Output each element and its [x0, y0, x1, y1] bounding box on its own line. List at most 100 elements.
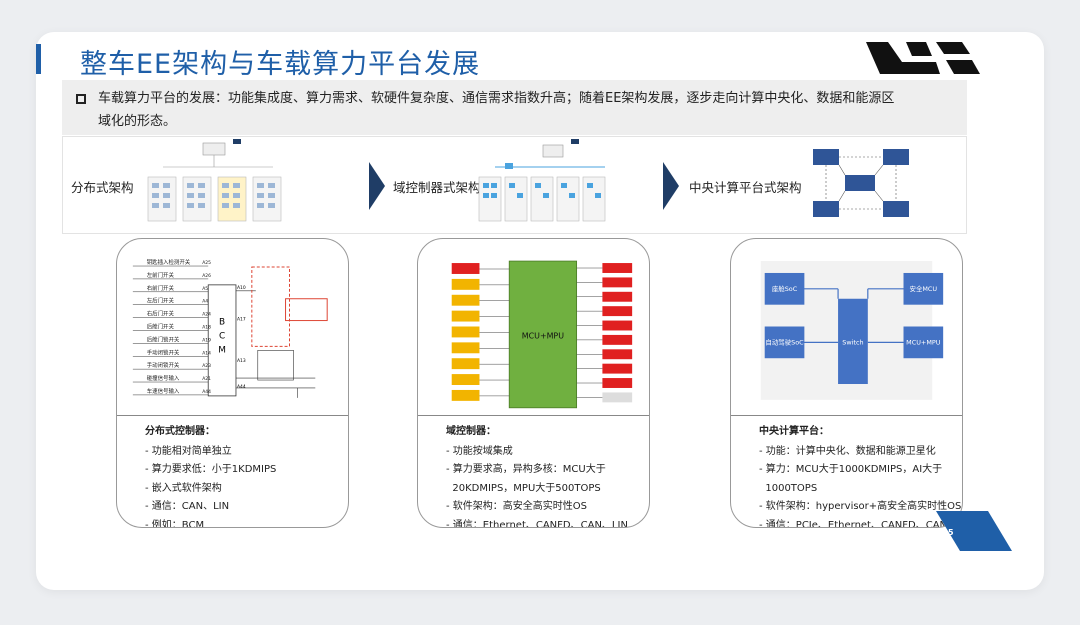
bcm-pin-label: A19: [202, 337, 211, 343]
bcm-letter: B: [219, 318, 225, 328]
card-bullet: - 通信：CAN、LIN: [145, 501, 230, 512]
card-text: 中央计算平台： - 功能：计算中央化、数据和能源卫星化 - 算力：MCU大于10…: [759, 423, 962, 528]
bcm-letter: M: [218, 345, 226, 355]
bcm-pin-label: A5: [202, 286, 208, 292]
bcm-letter: C: [219, 331, 225, 341]
card-bullet: - 软件架构：高安全高实时性OS: [446, 501, 588, 512]
block-switch: Switch: [842, 338, 863, 346]
title-accent-bar: [36, 44, 41, 74]
page-number: 5: [948, 528, 954, 537]
card-distributed-controller: 钥匙插入检测开关 A25 左前门开关 A26 右前门开关 A5 左后门开关 A4 右后门开关 A2…: [116, 238, 349, 528]
bcm-pin-label: A23: [202, 363, 211, 369]
company-logo: [866, 42, 980, 74]
card-bullet: - 算力要求高，异构多核：MCU大于: [446, 464, 606, 475]
bcm-input-label: 碰撞信号输入: [147, 374, 180, 382]
card-heading: 分布式控制器：: [145, 426, 215, 437]
domain-output-block: [602, 378, 633, 388]
domain-arch-diagram: [478, 139, 606, 222]
central-platform-diagram: 座舱SoC 安全MCU 自动驾驶SoC MCU+MPU Switch: [731, 261, 962, 416]
domain-input-block: [451, 374, 480, 385]
card-bullet: - 算力要求低：小于1KDMIPS: [145, 464, 277, 475]
domain-controller-diagram: MCU+MPU: [418, 260, 649, 416]
page-number-badge: 5: [924, 511, 1014, 555]
bcm-input-label: 手动闭锁开关: [147, 361, 180, 369]
domain-input-block: [451, 389, 480, 401]
bcm-input-label: 后舱门锁开关: [147, 335, 180, 343]
domain-output-block: [602, 334, 633, 345]
domain-input-block: [451, 263, 480, 274]
bcm-input-label: 车速信号输入: [147, 387, 180, 395]
domain-input-block: [451, 326, 480, 338]
block-mcu-mpu: MCU+MPU: [906, 338, 941, 346]
card-text: 域控制器： - 功能按域集成 - 算力要求高，异构多核：MCU大于 20KDMI…: [446, 423, 628, 528]
intro-line-2: 域化的形态。: [98, 114, 177, 129]
bcm-pin-label: A25: [202, 260, 211, 266]
card-heading: 中央计算平台：: [759, 426, 829, 437]
bcm-circuit-diagram: 钥匙插入检测开关 A25 左前门开关 A26 右前门开关 A5 左后门开关 A4 右后门开关 A2…: [117, 258, 348, 416]
domain-output-block: [602, 392, 633, 403]
central-arch-diagram: [813, 149, 909, 217]
bcm-input-label: 左后门开关: [147, 297, 175, 305]
domain-input-block: [451, 310, 480, 322]
bcm-out-pin-label: A44: [237, 384, 246, 390]
bcm-pin-label: A4: [202, 299, 208, 305]
bcm-pin-label: A21: [202, 376, 211, 382]
bcm-pin-label: A44: [202, 389, 211, 395]
label-central: 中央计算平台式架构: [689, 180, 802, 195]
card-central-platform: 座舱SoC 安全MCU 自动驾驶SoC MCU+MPU Switch 中央计算平…: [730, 238, 963, 528]
card-bullet: - 功能：计算中央化、数据和能源卫星化: [759, 445, 936, 457]
bcm-input-label: 左前门开关: [147, 271, 175, 279]
card-heading: 域控制器：: [446, 426, 496, 437]
block-cockpit-soc: 座舱SoC: [772, 284, 798, 293]
page-title: 整车EE架构与车载算力平台发展: [80, 49, 481, 80]
domain-output-block: [602, 277, 633, 288]
card-domain-controller: MCU+MPU 域控制器： - 功能按域集成 - 算力要求高，异构多核：MCU大…: [417, 238, 650, 528]
bcm-pin-label: A26: [202, 273, 211, 279]
domain-output-block: [602, 363, 633, 374]
card-text: 分布式控制器： - 功能相对简单独立 - 算力要求低：小于1KDMIPS - 嵌…: [145, 423, 277, 528]
intro-line-1: 车载算力平台的发展：功能集成度、算力需求、软硬件复杂度、通信需求指数升高；随着E…: [98, 91, 895, 106]
arrow-right-icon: [663, 162, 679, 210]
card-bullet: - 例如：BCM: [145, 519, 205, 528]
card-bullet: - 嵌入式软件架构: [145, 482, 222, 494]
domain-output-block: [602, 320, 633, 331]
card-bullet: - 通信：PCIe、Ethernet、CANFD、CAN、LIN: [759, 519, 957, 528]
domain-output-block: [602, 263, 633, 273]
arrow-right-icon: [369, 162, 385, 210]
intro-box: 车载算力平台的发展：功能集成度、算力需求、软硬件复杂度、通信需求指数升高；随着E…: [62, 80, 967, 135]
bcm-out-pin-label: A13: [237, 358, 246, 364]
domain-output-block: [602, 306, 633, 317]
domain-output-block: [602, 349, 633, 360]
bcm-pin-label: A18: [202, 324, 211, 330]
bcm-input-label: 后舱门开关: [147, 322, 175, 330]
block-safety-mcu: 安全MCU: [910, 284, 938, 293]
label-domain: 域控制器式架构: [393, 180, 481, 195]
bcm-input-label: 手动闭锁开关: [147, 348, 180, 356]
domain-input-block: [451, 294, 480, 306]
card-bullet: - 功能相对简单独立: [145, 445, 232, 457]
bullet-square-icon: [76, 94, 86, 104]
label-distributed: 分布式架构: [71, 180, 134, 195]
domain-input-block: [451, 358, 480, 370]
card-bullet: 20KDMIPS，MPU大于500TOPS: [446, 482, 601, 494]
card-bullet: - 软件架构：hypervisor+高安全高实时性OS: [759, 501, 962, 512]
bcm-out-pin-label: A10: [237, 285, 246, 291]
domain-input-block: [451, 278, 480, 290]
bcm-input-label: 右后门开关: [147, 310, 175, 318]
page-corner-shape: [936, 511, 1012, 551]
bcm-pin-label: A24: [202, 312, 211, 318]
bcm-out-pin-label: A17: [237, 317, 246, 323]
card-bullet: - 功能按域集成: [446, 445, 513, 457]
card-bullet: 1000TOPS: [759, 482, 818, 494]
block-ad-soc: 自动驾驶SoC: [765, 337, 804, 346]
bcm-pin-label: A14: [202, 350, 211, 356]
distributed-arch-diagram: [147, 139, 282, 222]
bcm-input-label: 钥匙插入检测开关: [147, 258, 191, 266]
bcm-input-label: 右前门开关: [147, 284, 175, 292]
card-bullet: - 算力：MCU大于1000KDMIPS，AI大于: [759, 464, 943, 475]
domain-output-block: [602, 291, 633, 302]
card-bullet: - 通信：Ethernet、CANFD、CAN、LIN: [446, 519, 628, 528]
architecture-strip: 分布式架构 域控制器式架构: [62, 136, 967, 234]
mcu-mpu-label: MCU+MPU: [522, 331, 564, 340]
domain-input-block: [451, 342, 480, 354]
